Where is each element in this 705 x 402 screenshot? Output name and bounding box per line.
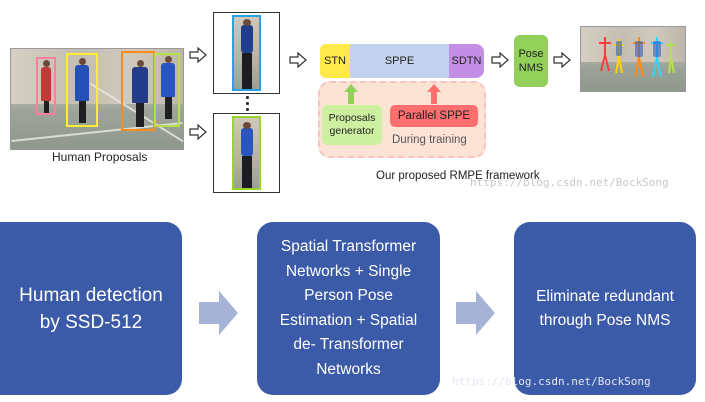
parallel-sppe-block: Parallel SPPE [390,105,478,127]
sppe-block: SPPE [350,44,449,78]
proposal-crop-2 [213,113,280,193]
ellipsis-icon [244,96,250,111]
bbox-pink [36,57,56,115]
human-detection-text: Human detection by SSD-512 [19,284,163,333]
bbox-green [154,53,180,127]
human-detection-box: Human detection by SSD-512 [0,222,182,395]
during-training-label: During training [392,134,467,146]
person-figure [41,60,51,115]
human-proposals-caption: Human Proposals [52,150,148,164]
person-figure [75,58,89,123]
proposal-crop-1 [213,12,280,94]
stn-block: STN [320,44,350,78]
arrow-right-icon [189,124,207,140]
person-figure [161,56,175,119]
framework-caption: Our proposed RMPE framework [376,170,540,182]
proposals-generator-block: Proposals generator [322,105,382,145]
up-arrow-red-icon [426,83,442,110]
sdtn-block: SDTN [449,44,484,78]
person-figure [132,60,148,127]
arrow-right-icon [491,52,509,68]
arrow-right-icon [189,47,207,63]
pose-result-image [580,26,686,92]
arrow-right-icon [289,52,307,68]
bbox-yellow [66,53,98,127]
bbox-orange [121,51,155,131]
big-arrow-icon [456,290,496,341]
big-arrow-icon [199,290,239,341]
arrow-right-icon [553,52,571,68]
pose-nms-description-box: Eliminate redundant through Pose NMS [514,222,696,395]
pose-nms-description-text: Eliminate redundant through Pose NMS [536,287,674,329]
sppe-description-text: Spatial Transformer Networks + Single Pe… [279,238,418,378]
sppe-description-box: Spatial Transformer Networks + Single Pe… [257,222,440,395]
human-proposals-image [10,48,184,150]
up-arrow-green-icon [343,83,359,110]
watermark-bottom: https://blog.csdn.net/BockSong [452,375,651,388]
skeleton-overlay [599,37,676,78]
pose-nms-block: Pose NMS [514,35,548,87]
watermark-top: https://blog.csdn.net/BockSong [470,176,669,189]
